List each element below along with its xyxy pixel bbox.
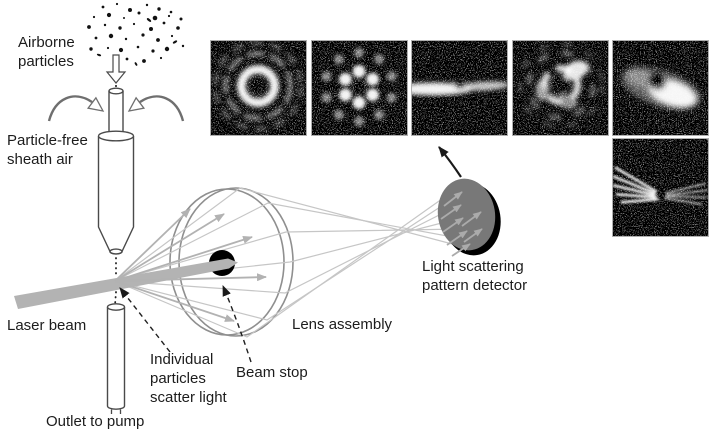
scattered-rays <box>114 187 462 338</box>
particle-free-sheath-air-label: Particle-free sheath air <box>7 132 88 168</box>
outlet-tube <box>106 303 126 414</box>
sheath-air-arrows <box>47 95 185 122</box>
scatter-pattern-dot-ring <box>311 40 408 136</box>
inlet-flow-arrow-icon <box>105 54 127 84</box>
curved-arrow-left-icon <box>47 95 93 122</box>
outlet-to-pump-label: Outlet to pump <box>46 413 145 430</box>
scatter-pattern-diagonal-lobe <box>612 40 709 136</box>
scatter-point-pointer-icon <box>119 287 171 353</box>
lens-assembly-shape <box>169 187 294 337</box>
laser-beam-label: Laser beam <box>7 317 87 334</box>
curved-arrow-right-icon <box>139 95 185 122</box>
scatter-pattern-fiber-fan <box>612 138 709 237</box>
beam-stop-label: Beam stop <box>236 364 308 381</box>
detector-to-pattern-arrow-icon <box>438 146 462 178</box>
individual-particles-label: Individual particles scatter light <box>150 351 227 406</box>
particle-stream-dotted <box>114 257 117 306</box>
annotation-arrows <box>119 284 252 363</box>
scatter-pattern-irregular-rings <box>512 40 609 136</box>
scatter-pattern-concentric-rings <box>210 40 307 136</box>
scatter-pattern-horizontal-streak <box>411 40 508 136</box>
airborne-particles-label: Airborne particles <box>18 34 75 70</box>
sheath-tube-nozzle <box>97 130 135 255</box>
scatter-direction-arrows <box>114 208 267 322</box>
detector-face-arrows <box>440 191 483 257</box>
light-scattering-pattern-detector-label: Light scattering pattern detector <box>422 258 528 294</box>
lens-assembly-label: Lens assembly <box>292 316 393 333</box>
beam-stop-pointer-icon <box>222 284 252 363</box>
airborne-particles-specks <box>87 2 185 87</box>
